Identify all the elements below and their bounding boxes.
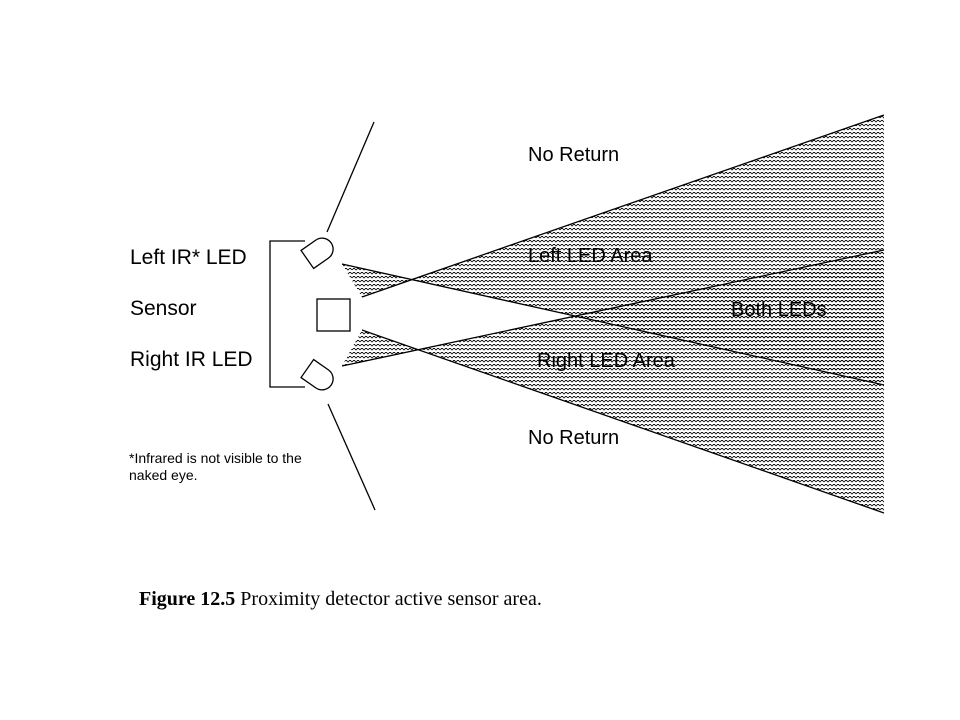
- sensor-label: Sensor: [130, 297, 197, 320]
- device-housing: [269, 240, 305, 388]
- left-led-area-label: Left LED Area: [528, 245, 653, 267]
- figure-number: Figure 12.5: [139, 588, 236, 610]
- infrared-footnote: *Infrared is not visible to the naked ey…: [129, 450, 329, 484]
- left-led-icon: [300, 237, 334, 270]
- left-ir-led-label: Left IR* LED: [130, 246, 247, 269]
- footnote-line-1: *Infrared is not visible to the: [129, 450, 302, 466]
- no-return-bottom-label: No Return: [528, 427, 620, 449]
- sensor-box: [316, 298, 351, 332]
- right-led-area-label: Right LED Area: [537, 350, 675, 372]
- figure-caption: Figure 12.5 Proximity detector active se…: [139, 588, 542, 611]
- footnote-line-2: naked eye.: [129, 467, 198, 483]
- both-leds-label: Both LEDs: [731, 299, 827, 321]
- field-of-view-lines: [326, 121, 376, 511]
- beam-boundary-lines: [341, 114, 885, 514]
- figure-caption-text: Proximity detector active sensor area.: [235, 588, 542, 610]
- right-ir-led-label: Right IR LED: [130, 348, 253, 371]
- no-return-top-label: No Return: [528, 144, 620, 166]
- right-led-icon: [300, 358, 334, 391]
